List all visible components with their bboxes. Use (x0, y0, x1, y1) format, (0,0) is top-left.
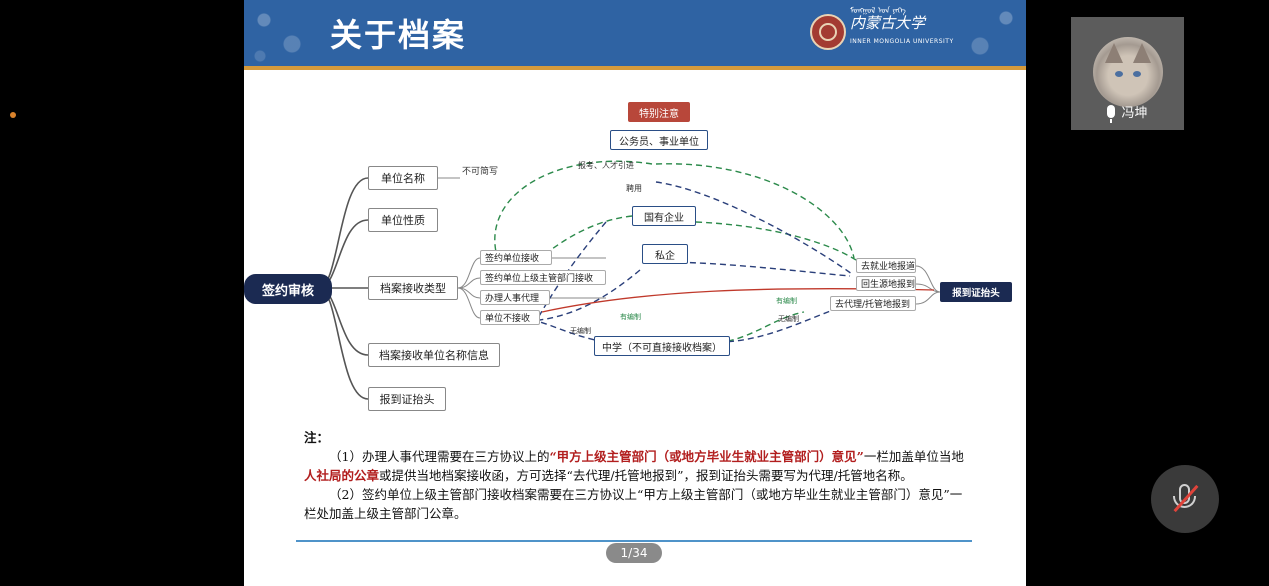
participant-name: 冯坤 (1121, 105, 1148, 121)
side-indicator-dot (10, 112, 16, 118)
final-report-card-header: 报到证抬头 (940, 282, 1012, 302)
destination-employment-place: 去就业地报道 (856, 258, 916, 273)
mute-microphone-button[interactable] (1151, 465, 1219, 533)
notes-heading: 注： (304, 430, 330, 445)
edge-label-has-quota-right: 有编制 (776, 297, 797, 305)
page-indicator[interactable]: 1/34 (606, 543, 662, 563)
note-1-highlight-seal: 人社局的公章 (304, 468, 380, 483)
receive-type-signing-unit: 签约单位接收 (480, 250, 552, 265)
slide-title: 关于档案 (330, 16, 467, 54)
slide-bottom-rule (296, 540, 972, 542)
edge-label-has-quota-left: 有编制 (620, 313, 641, 321)
participant-video-tile[interactable]: 冯坤 (1071, 17, 1184, 130)
branch-report-card-header: 报到证抬头 (368, 387, 446, 411)
branch-unit-name: 单位名称 (368, 166, 438, 190)
university-english-name: INNER MONGOLIA UNIVERSITY (850, 38, 954, 45)
edge-label-no-quota-right: 无编制 (778, 315, 799, 323)
university-mongolian-name: ᠮᠣᠩᠭᠣᠯ ᠤᠨ ᠶᠡᠬᠡ (850, 6, 906, 15)
note-item-2: （2）签约单位上级主管部门接收档案需要在三方协议上“甲方上级主管部门（或地方毕业… (304, 487, 963, 521)
note-no-abbreviation: 不可简写 (462, 167, 499, 177)
receive-type-superior-dept: 签约单位上级主管部门接收 (480, 270, 606, 285)
participant-avatar (1093, 37, 1163, 107)
branch-archive-unit-info: 档案接收单位名称信息 (368, 343, 500, 367)
employer-private: 私企 (642, 244, 688, 264)
header-accent-rule (244, 66, 1026, 70)
destination-origin-place: 回生源地报到 (856, 276, 916, 291)
note-1-highlight-field: “甲方上级主管部门（或地方毕业生就业主管部门）意见” (549, 449, 864, 464)
participant-label: 冯坤 (1071, 97, 1184, 125)
decor-pattern-left (244, 0, 314, 66)
note-1-part-e: 或提供当地档案接收函，方可选择“去代理/托管地报到”，报到证抬头需要写为代理/托… (379, 468, 913, 483)
receive-type-personnel-agency: 办理人事代理 (480, 290, 550, 305)
special-attention-tag: 特别注意 (628, 102, 690, 122)
note-1-part-a: （1）办理人事代理需要在三方协议上的 (329, 449, 550, 464)
edge-label-no-quota-left: 无编制 (570, 327, 591, 335)
root-node-signing-review: 签约审核 (244, 274, 332, 304)
university-chinese-name: 内蒙古大学 (850, 14, 926, 32)
employer-state-owned: 国有企业 (632, 206, 696, 226)
branch-archive-receive-type: 档案接收类型 (368, 276, 458, 300)
employer-middle-school: 中学（不可直接接收档案） (594, 336, 730, 356)
employer-civil-service: 公务员、事业单位 (610, 130, 708, 150)
presentation-slide: 关于档案 ᠮᠣᠩᠭᠣᠯ ᠤᠨ ᠶᠡᠬᠡ 内蒙古大学 INNER MONGOLIA… (244, 0, 1026, 586)
decor-pattern-right (956, 0, 1026, 66)
note-item-1: （1）办理人事代理需要在三方协议上的“甲方上级主管部门（或地方毕业生就业主管部门… (304, 447, 972, 485)
microphone-icon (1107, 104, 1116, 123)
mindmap-diagram: 签约审核 单位名称 单位性质 档案接收类型 档案接收单位名称信息 报到证抬头 不… (244, 90, 1026, 420)
receive-type-not-accepted: 单位不接收 (480, 310, 540, 325)
notes-section: 注： （1）办理人事代理需要在三方协议上的“甲方上级主管部门（或地方毕业生就业主… (304, 428, 972, 523)
note-1-part-c: 一栏加盖单位当地 (863, 449, 964, 464)
edge-label-hire: 聘用 (626, 184, 642, 193)
slide-header-banner: 关于档案 ᠮᠣᠩᠭᠣᠯ ᠤᠨ ᠶᠡᠬᠡ 内蒙古大学 INNER MONGOLIA… (244, 0, 1026, 66)
university-seal-icon (810, 14, 846, 50)
branch-unit-nature: 单位性质 (368, 208, 438, 232)
edge-label-exam-talent: 报考、人才引进 (578, 161, 634, 170)
destination-agency-place: 去代理/托管地报到 (830, 296, 916, 311)
